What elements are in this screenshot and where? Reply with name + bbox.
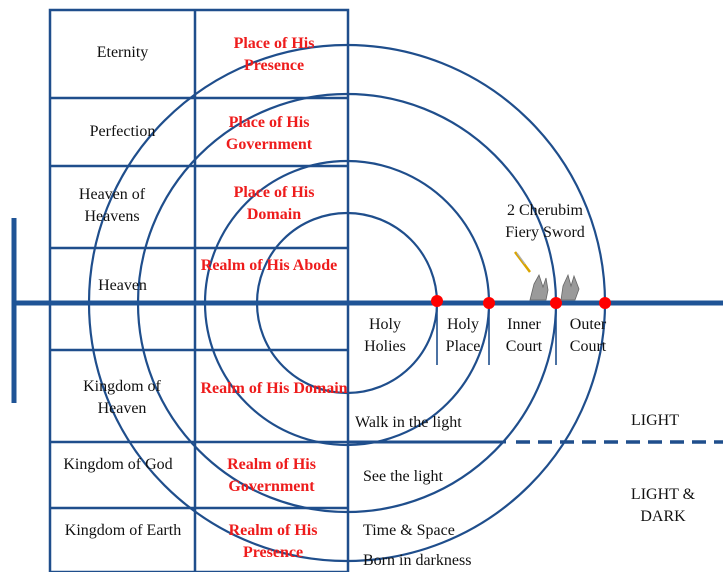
inner-court-marker: [550, 297, 562, 309]
holy-place-marker: [483, 297, 495, 309]
light-zone-label: LIGHT: [631, 412, 679, 429]
court-markers: [431, 295, 611, 309]
realm-label: Kingdom of Heaven: [83, 378, 161, 417]
holy-holies-label: Holy Holies: [364, 316, 406, 355]
realm-label: Heaven of Heavens: [78, 186, 146, 225]
light-dark-zone-label: LIGHT & DARK: [630, 486, 696, 525]
realm-label: Perfection: [89, 123, 156, 140]
fiery-sword-icon: [514, 251, 531, 273]
place-label: Realm of His Government: [227, 456, 316, 495]
place-label: Place of His Government: [225, 114, 313, 153]
fiery-sword-label: Fiery Sword: [505, 224, 585, 241]
realm-label: Kingdom of Earth: [64, 522, 182, 539]
born-darkness-label: Born in darkness: [363, 552, 472, 569]
realm-label: Kingdom of God: [63, 456, 173, 473]
court-dividers: [436, 303, 557, 365]
place-label: Realm of His Presence: [228, 522, 318, 561]
walk-in-light-label: Walk in the light: [355, 414, 462, 431]
time-space-label: Time & Space: [363, 522, 455, 539]
cherubim-label: 2 Cherubim: [507, 202, 583, 219]
realm-label: Eternity: [96, 44, 149, 61]
realm-label: Heaven: [98, 277, 147, 294]
cherubim-icon: [529, 273, 580, 301]
holy-holies-marker: [431, 295, 443, 307]
outer-court-label: Outer Court: [569, 316, 607, 355]
holy-place-label: Holy Place: [445, 316, 481, 355]
outer-court-marker: [599, 297, 611, 309]
place-label: Realm of His Abode: [200, 257, 338, 274]
place-label: Place of His Presence: [233, 35, 315, 74]
place-label: Realm of His Domain: [200, 380, 348, 397]
realm-table-grid: [48, 8, 350, 572]
see-light-label: See the light: [363, 468, 443, 485]
inner-court-label: Inner Court: [505, 316, 543, 355]
place-label: Place of His Domain: [233, 184, 315, 223]
